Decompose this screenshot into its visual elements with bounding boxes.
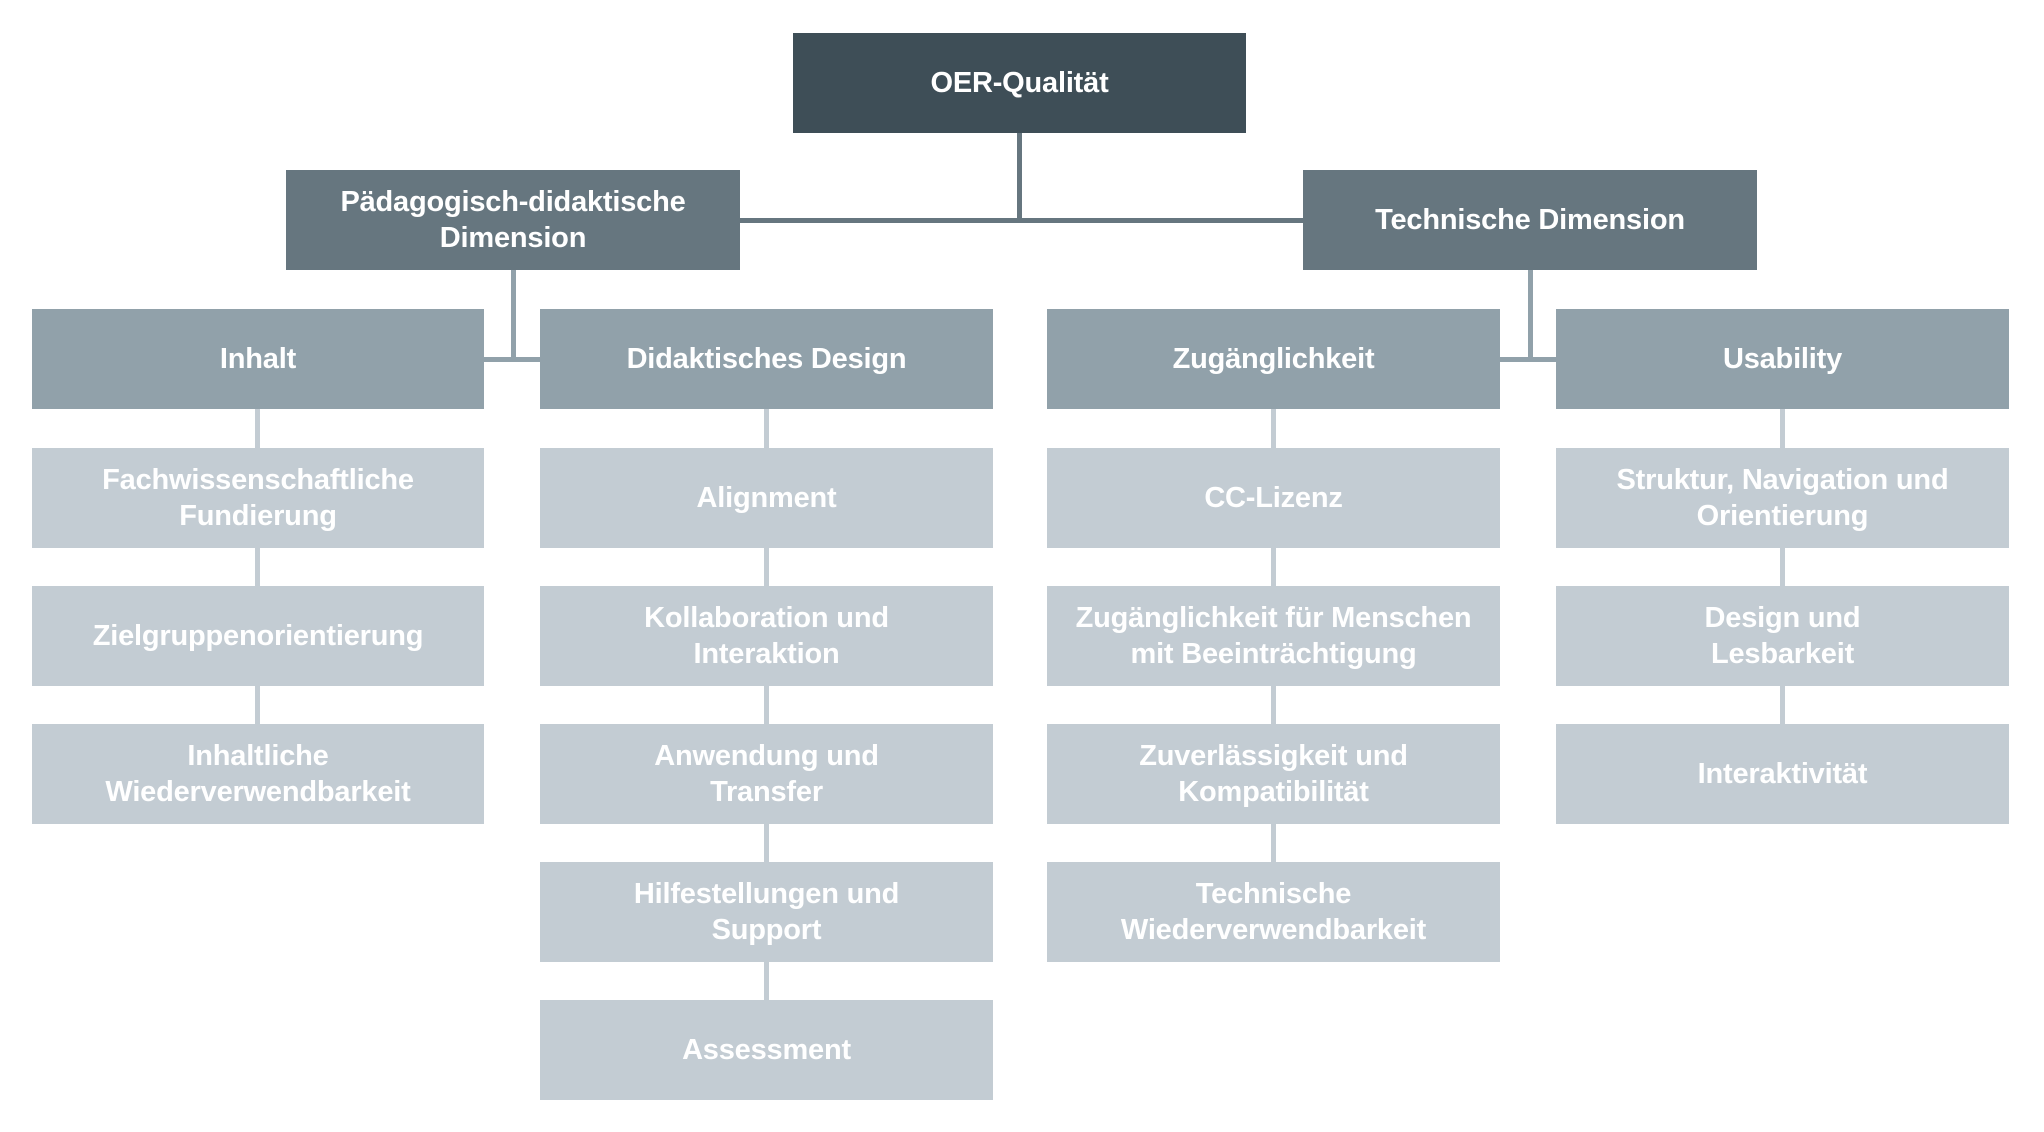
connector-col3-seg1 [1271, 409, 1276, 448]
dimension-label: Technische Dimension [1375, 204, 1685, 236]
category-box-didaktisches-design: Didaktisches Design [540, 309, 993, 409]
item-box-technische-wiederverwendbarkeit: Technische Wiederverwendbarkeit [1047, 862, 1500, 962]
connector-paedagogisch-stub [484, 357, 540, 362]
item-box-interaktivitaet: Interaktivität [1556, 724, 2009, 824]
dimension-label: Pädagogisch-didaktische Dimension [340, 186, 686, 254]
category-box-usability: Usability [1556, 309, 2009, 409]
connector-col4-seg3 [1780, 686, 1785, 724]
connector-col4-seg1 [1780, 409, 1785, 448]
connector-technische-stub [1500, 357, 1556, 362]
category-label: Zugänglichkeit [1172, 343, 1375, 375]
category-label: Inhalt [219, 343, 297, 375]
item-box-zugaenglichkeit-menschen-beeintraechtigung: Zugänglichkeit für Menschen mit Beeinträ… [1047, 586, 1500, 686]
connector-technische-vertical [1528, 270, 1533, 362]
item-label: Struktur, Navigation und Orientierung [1616, 464, 1949, 532]
item-label: Technische Wiederverwendbarkeit [1120, 878, 1427, 946]
item-box-alignment: Alignment [540, 448, 993, 548]
connector-col2-seg4 [764, 824, 769, 862]
connector-col3-seg4 [1271, 824, 1276, 862]
dimension-box-technisch: Technische Dimension [1303, 170, 1757, 270]
item-label: Interaktivität [1697, 758, 1868, 790]
item-label: Zugänglichkeit für Menschen mit Beeinträ… [1075, 602, 1472, 670]
dimension-box-paedagogisch-didaktisch: Pädagogisch-didaktische Dimension [286, 170, 740, 270]
root-label: OER-Qualität [930, 67, 1109, 99]
item-box-struktur-navigation-orientierung: Struktur, Navigation und Orientierung [1556, 448, 2009, 548]
connector-col2-seg2 [764, 548, 769, 586]
category-label: Usability [1722, 343, 1843, 375]
item-box-design-lesbarkeit: Design und Lesbarkeit [1556, 586, 2009, 686]
item-label: Anwendung und Transfer [654, 740, 879, 808]
item-label: Zuverlässigkeit und Kompatibilität [1139, 740, 1408, 808]
category-box-zugaenglichkeit: Zugänglichkeit [1047, 309, 1500, 409]
item-box-zielgruppenorientierung: Zielgruppenorientierung [32, 586, 484, 686]
item-box-zuverlaessigkeit-kompatibilitaet: Zuverlässigkeit und Kompatibilität [1047, 724, 1500, 824]
connector-col1-seg2 [255, 548, 260, 586]
item-label: Fachwissenschaftliche Fundierung [102, 464, 414, 532]
item-box-hilfestellungen-support: Hilfestellungen und Support [540, 862, 993, 962]
root-box-oer-qualitaet: OER-Qualität [793, 33, 1246, 133]
item-label: Kollaboration und Interaktion [644, 602, 889, 670]
item-label: Inhaltliche Wiederverwendbarkeit [105, 740, 411, 808]
item-label: CC-Lizenz [1204, 482, 1343, 514]
item-box-kollaboration-interaktion: Kollaboration und Interaktion [540, 586, 993, 686]
connector-root-horizontal [740, 218, 1303, 223]
item-box-assessment: Assessment [540, 1000, 993, 1100]
connector-col1-seg1 [255, 409, 260, 448]
connector-col3-seg2 [1271, 548, 1276, 586]
item-label: Zielgruppenorientierung [92, 620, 424, 652]
connector-col2-seg5 [764, 962, 769, 1000]
item-label: Alignment [696, 482, 837, 514]
connector-col1-seg3 [255, 686, 260, 724]
item-box-fachwissenschaftliche-fundierung: Fachwissenschaftliche Fundierung [32, 448, 484, 548]
item-box-cc-lizenz: CC-Lizenz [1047, 448, 1500, 548]
item-box-anwendung-transfer: Anwendung und Transfer [540, 724, 993, 824]
item-label: Design und Lesbarkeit [1704, 602, 1861, 670]
connector-col3-seg3 [1271, 686, 1276, 724]
item-label: Assessment [682, 1034, 851, 1066]
category-box-inhalt: Inhalt [32, 309, 484, 409]
item-label: Hilfestellungen und Support [633, 878, 900, 946]
category-label: Didaktisches Design [626, 343, 907, 375]
connector-col2-seg1 [764, 409, 769, 448]
item-box-inhaltliche-wiederverwendbarkeit: Inhaltliche Wiederverwendbarkeit [32, 724, 484, 824]
connector-col4-seg2 [1780, 548, 1785, 586]
connector-paedagogisch-vertical [511, 270, 516, 362]
connector-root-vertical [1017, 133, 1022, 223]
connector-col2-seg3 [764, 686, 769, 724]
